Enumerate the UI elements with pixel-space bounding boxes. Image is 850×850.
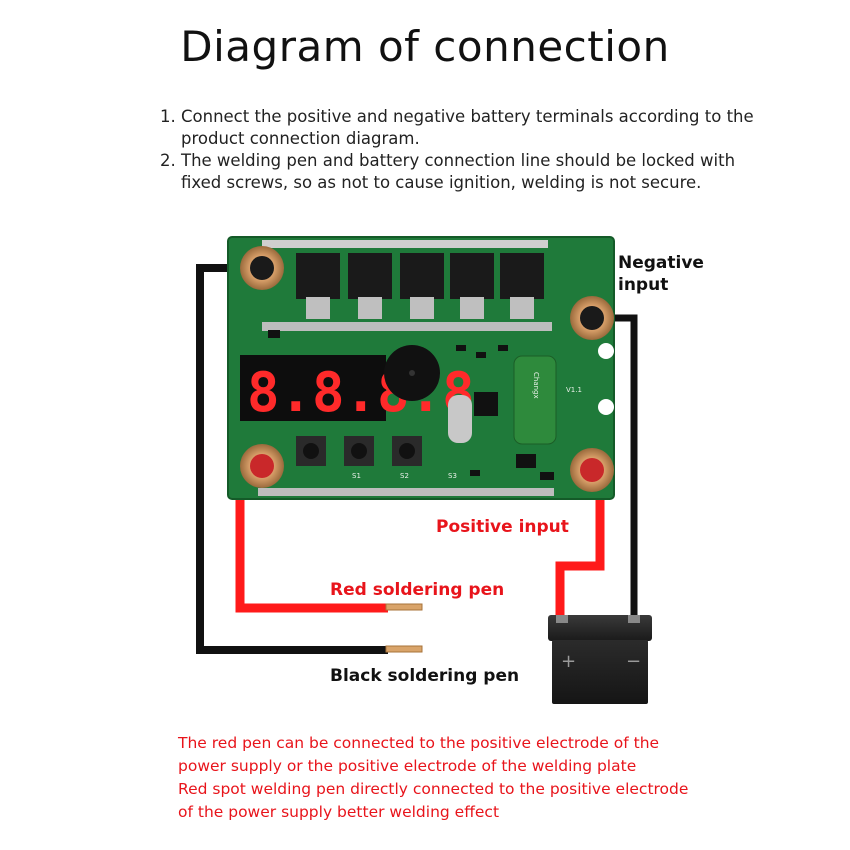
positive-wire	[555, 470, 605, 622]
label-red-soldering-pen: Red soldering pen	[330, 580, 505, 600]
display-digits: 8.8.8.8	[247, 361, 475, 424]
button-label: S3	[448, 472, 457, 480]
battery-plus: +	[561, 651, 576, 672]
step-text: Connect the positive and negative batter…	[181, 107, 754, 148]
label-black-soldering-pen: Black soldering pen	[330, 666, 520, 686]
mosfet-row	[296, 253, 544, 319]
instruction-step: 2. The welding pen and battery connectio…	[160, 150, 760, 194]
button-label: S1	[352, 472, 361, 480]
footer-line: Red spot welding pen directly connected …	[178, 780, 689, 821]
red-pen-tip	[385, 603, 423, 611]
battery: + −	[548, 615, 652, 704]
label-negative-input: Negative input	[618, 253, 704, 295]
label-positive-input: Positive input	[436, 517, 569, 537]
instruction-list: 1. Connect the positive and negative bat…	[160, 106, 760, 194]
board-version: V1.1	[566, 386, 582, 394]
instruction-step: 1. Connect the positive and negative bat…	[160, 106, 760, 150]
footer-line: The red pen can be connected to the posi…	[178, 734, 660, 775]
step-number: 2.	[160, 151, 176, 170]
button-label: S2	[400, 472, 409, 480]
button-row: S1 S2 S3	[296, 436, 457, 480]
ic-chip	[474, 392, 498, 416]
led-display	[240, 355, 386, 421]
footer-note: The red pen can be connected to the posi…	[178, 732, 698, 824]
capacitor	[513, 355, 557, 445]
battery-minus: −	[626, 651, 641, 672]
black-pen-tip	[385, 645, 423, 653]
capacitor-brand: Changx	[532, 372, 540, 399]
pcb-board: 8.8.8.8 Changx V1.1 S1 S2 S3	[227, 236, 615, 500]
step-number: 1.	[160, 107, 176, 126]
step-text: The welding pen and battery connection l…	[181, 151, 736, 192]
page-title: Diagram of connection	[180, 22, 670, 71]
